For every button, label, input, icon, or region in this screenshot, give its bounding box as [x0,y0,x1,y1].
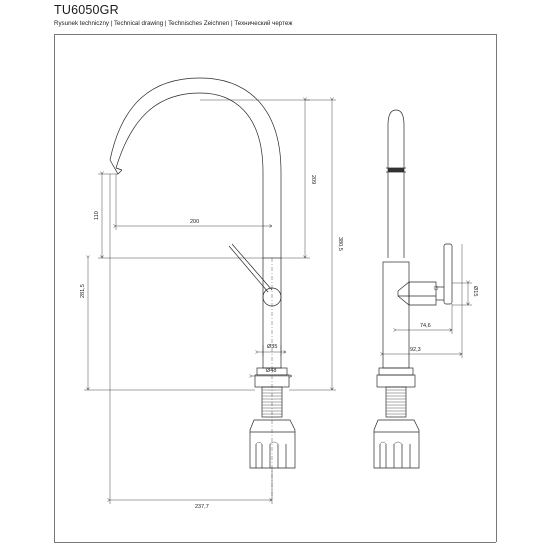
lever-handle-upper [228,245,269,293]
mounting-nut [249,419,296,469]
dim-overall-depth: 237,7 [195,504,209,510]
frame-left-rule [54,34,55,542]
dim-spout-drop: 110 [94,211,100,220]
dim-side-lever-reach: 74,6 [420,323,431,329]
frame-bottom-rule [54,542,496,543]
dim-spout-height: 209 [310,175,316,184]
side-lever-housing [397,281,437,306]
frame-top-rule [54,34,496,35]
page-title: TU6050GR [54,3,119,17]
front-view [109,77,296,500]
dim-base-diameter: Ø48 [266,368,276,374]
side-dimensions: Ø15 74,6 92,3 [383,244,478,358]
side-body [382,261,410,369]
dim-side-lever-height: Ø15 [472,286,478,296]
page-subtitle: Rysunek techniczny | Technical drawing |… [54,20,293,27]
side-spout [387,109,405,258]
side-aerator [388,168,404,172]
spout-inner [109,77,282,258]
side-view [373,109,453,469]
spout-outer [115,92,264,258]
dim-side-depth: 92,3 [410,347,421,353]
dim-lever-height: 281,5 [80,284,86,298]
lever-handle-lower [231,243,273,291]
frame-right-rule [496,34,497,542]
side-threaded-shank [385,386,407,418]
dim-total-height: 380,5 [337,237,343,251]
side-mounting-nut [373,419,420,469]
front-dimensions: 200 110 281,5 209 380,5 Ø35 Ø48 237,7 [80,100,343,510]
dim-body-diameter: Ø35 [267,344,277,350]
side-lever-stick [443,243,453,305]
dim-spout-reach: 200 [190,219,199,225]
